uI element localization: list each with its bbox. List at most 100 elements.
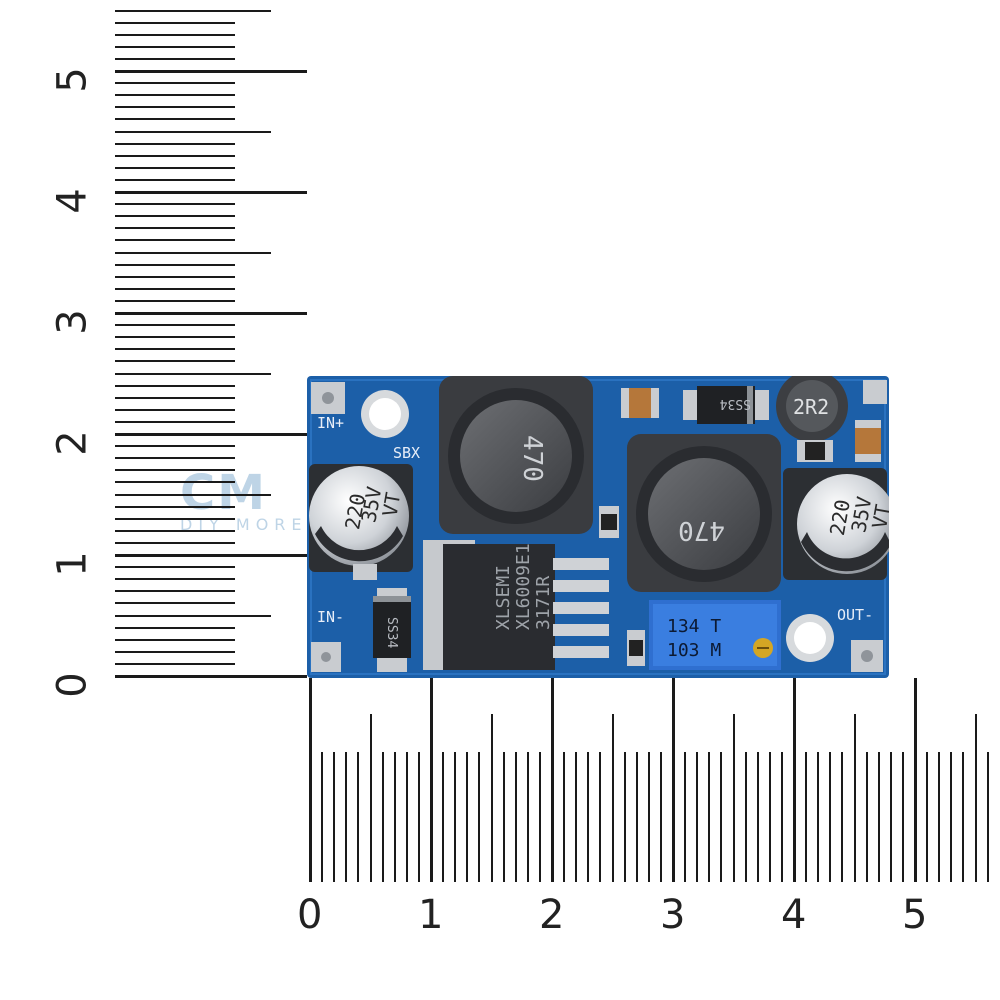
- small-inductor: 2R2: [776, 376, 848, 442]
- vruler-tick: [115, 554, 307, 557]
- hruler-tick: [841, 752, 844, 882]
- hruler-tick: [514, 752, 517, 882]
- hruler-tick: [889, 752, 892, 882]
- vruler-tick: [115, 529, 235, 532]
- vruler-label-4: 4: [49, 188, 96, 214]
- vruler-tick: [115, 517, 235, 520]
- hruler-tick: [708, 752, 711, 882]
- hruler-tick: [623, 752, 626, 882]
- hruler-tick: [672, 678, 675, 882]
- pot-line2: 103 M: [667, 640, 721, 661]
- vruler-tick: [115, 396, 235, 399]
- hruler-tick: [865, 752, 868, 882]
- vruler-tick: [115, 650, 235, 653]
- label-out-minus: OUT-: [837, 606, 873, 624]
- vruler-tick: [115, 590, 235, 593]
- hruler-tick: [587, 752, 590, 882]
- hruler-tick: [974, 714, 977, 882]
- vruler-tick: [115, 191, 307, 194]
- hruler-tick: [901, 752, 904, 882]
- hruler-tick: [926, 752, 929, 882]
- diode-left-marking: SS34: [384, 617, 399, 648]
- hruler-label-2: 2: [539, 892, 565, 938]
- inductor-top-marking: 470: [517, 435, 547, 482]
- watermark-tagline: DIY MORE: [180, 515, 308, 534]
- hruler-tick: [817, 752, 820, 882]
- label-in-plus: IN+: [317, 414, 344, 432]
- vruler-tick: [115, 626, 235, 629]
- hruler-tick: [442, 752, 445, 882]
- vruler-tick: [115, 348, 235, 351]
- hruler-tick: [563, 752, 566, 882]
- inductor-mid-marking: 470: [678, 515, 725, 545]
- vruler-label-3: 3: [49, 309, 96, 335]
- label-sbx: SBX: [393, 444, 420, 462]
- vruler-tick: [115, 130, 271, 133]
- watermark-logo: CM: [180, 465, 267, 521]
- vruler-tick: [115, 45, 235, 48]
- vruler-tick: [115, 263, 235, 266]
- vruler-tick: [115, 384, 235, 387]
- vruler-tick: [115, 324, 235, 327]
- small-inductor-marking: 2R2: [793, 395, 829, 419]
- chip-line1: XLSEMI: [493, 565, 514, 630]
- vruler-tick: [115, 21, 235, 24]
- hruler-tick: [345, 752, 348, 882]
- hruler-tick: [309, 678, 312, 882]
- vruler-tick: [115, 178, 235, 181]
- hruler-label-4: 4: [781, 892, 807, 938]
- vruler-tick: [115, 251, 271, 254]
- cap-left-line3: VT: [377, 491, 405, 519]
- hruler-tick: [538, 752, 541, 882]
- hruler-tick: [405, 752, 408, 882]
- watermark: CM DIY MORE: [180, 465, 308, 534]
- label-in-minus: IN-: [317, 608, 344, 626]
- hruler-tick: [369, 714, 372, 882]
- hruler-tick: [490, 714, 493, 882]
- hruler-tick: [478, 752, 481, 882]
- vruler-tick: [115, 118, 235, 121]
- hruler-tick: [333, 752, 336, 882]
- vruler-tick: [115, 312, 307, 315]
- hruler-tick: [986, 752, 989, 882]
- hruler-tick: [417, 752, 420, 882]
- hruler-tick: [575, 752, 578, 882]
- hruler-tick: [950, 752, 953, 882]
- vruler-label-5: 5: [49, 67, 96, 93]
- vruler-tick: [115, 142, 235, 145]
- vruler-tick: [115, 166, 235, 169]
- hruler-tick: [696, 752, 699, 882]
- cap-right-line3: VT: [867, 503, 889, 531]
- hruler-tick: [551, 678, 554, 882]
- hruler-tick: [938, 752, 941, 882]
- vruler-tick: [115, 94, 235, 97]
- xl6009-chip: XLSEMI XL6009E1 3171R: [423, 540, 609, 670]
- hruler-label-3: 3: [660, 892, 686, 938]
- hruler-tick: [611, 714, 614, 882]
- hruler-tick: [962, 752, 965, 882]
- hruler-tick: [647, 752, 650, 882]
- chip-line3: 3171R: [533, 576, 554, 630]
- vruler-label-2: 2: [49, 430, 96, 456]
- hruler-tick: [357, 752, 360, 882]
- hruler-tick: [756, 752, 759, 882]
- hruler-tick: [599, 752, 602, 882]
- hruler-tick: [720, 752, 723, 882]
- vruler-tick: [115, 675, 307, 678]
- hruler-tick: [466, 752, 469, 882]
- potentiometer: 134 T 103 M: [649, 600, 781, 670]
- hruler-tick: [381, 752, 384, 882]
- vruler-label-1: 1: [49, 551, 96, 577]
- hruler-tick: [853, 714, 856, 882]
- hruler-tick: [684, 752, 687, 882]
- hruler-tick: [502, 752, 505, 882]
- dc-boost-converter-board: IN+ IN- OUT- SBX 220 35V VT 220 35V VT 4…: [307, 376, 889, 678]
- vruler-tick: [115, 566, 235, 569]
- vruler-label-0: 0: [49, 672, 96, 698]
- vruler-tick: [115, 602, 235, 605]
- capacitor-right: 220 35V VT: [783, 468, 889, 580]
- vruler-tick: [115, 154, 235, 157]
- smd-resistor-d: [353, 564, 377, 580]
- vruler-tick: [115, 82, 235, 85]
- hruler-tick: [768, 752, 771, 882]
